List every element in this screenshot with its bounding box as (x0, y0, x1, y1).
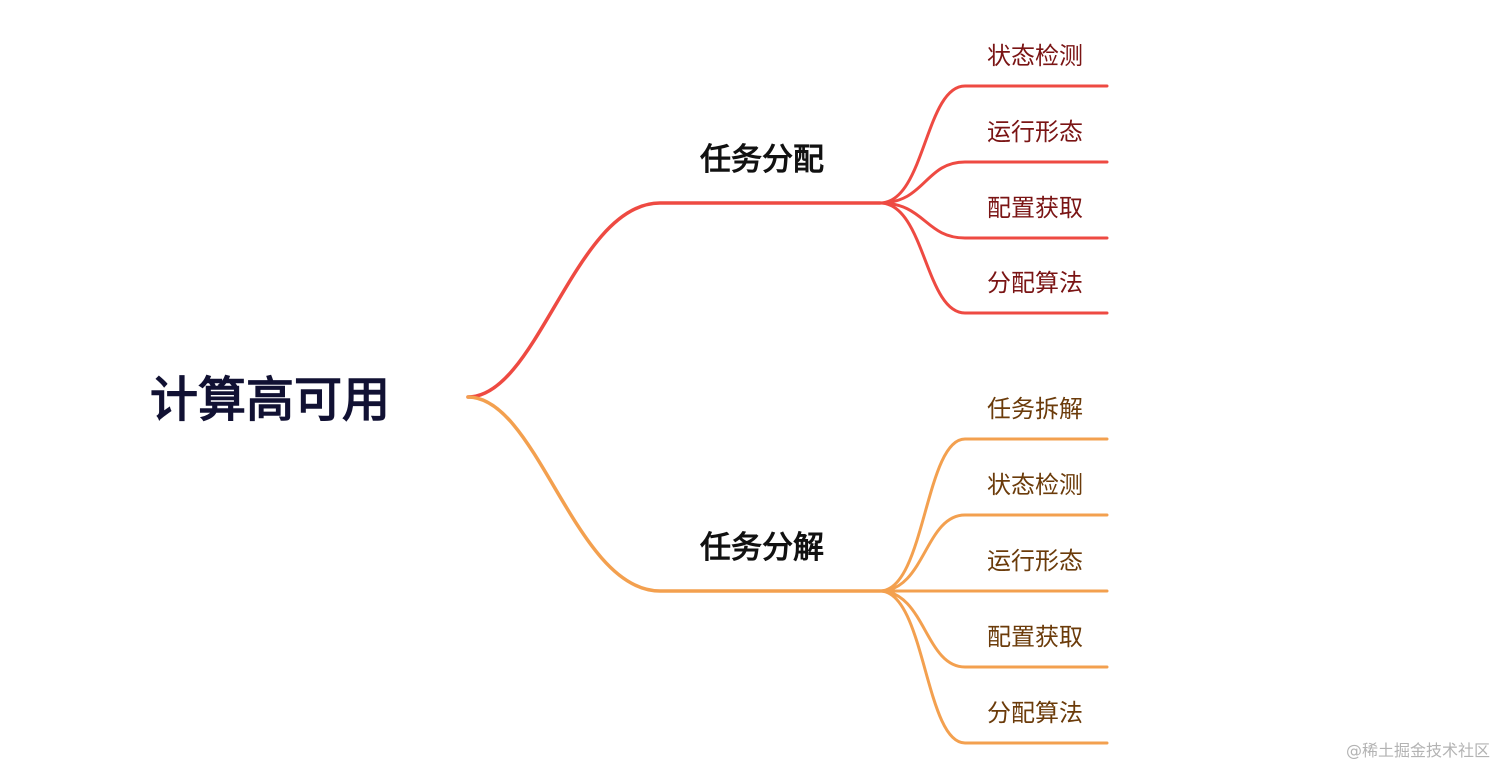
leaf-node-label: 状态检测 (987, 42, 1083, 70)
labels: 计算高可用 任务分配状态检测运行形态配置获取分配算法任务分解任务拆解状态检测运行… (150, 42, 1083, 727)
leaf-connector (878, 437, 1109, 593)
leaf-node-label: 状态检测 (987, 471, 1083, 499)
watermark: @稀土掘金技术社区 (1345, 741, 1490, 760)
leaf-node-label: 配置获取 (987, 194, 1083, 222)
connectors (466, 84, 1109, 745)
leaf-connector (878, 513, 1109, 593)
leaf-node-label: 分配算法 (987, 699, 1083, 727)
leaf-node-label: 配置获取 (987, 623, 1083, 651)
leaf-node-label: 运行形态 (987, 547, 1083, 575)
leaf-node-label: 任务拆解 (987, 395, 1083, 423)
leaf-node-label: 运行形态 (987, 118, 1083, 146)
root-node-label: 计算高可用 (150, 372, 390, 428)
branch-connector (466, 395, 882, 593)
branch-node-label: 任务分解 (699, 530, 824, 566)
leaf-connector (878, 201, 1109, 315)
leaf-connector (878, 589, 1109, 669)
leaf-connector (878, 160, 1109, 205)
leaf-node-label: 分配算法 (987, 269, 1083, 297)
branch-node-label: 任务分配 (699, 142, 824, 178)
leaf-connector (878, 84, 1109, 205)
branch-connector (466, 201, 882, 399)
leaf-connector (878, 589, 1109, 745)
leaf-connector (878, 201, 1109, 240)
